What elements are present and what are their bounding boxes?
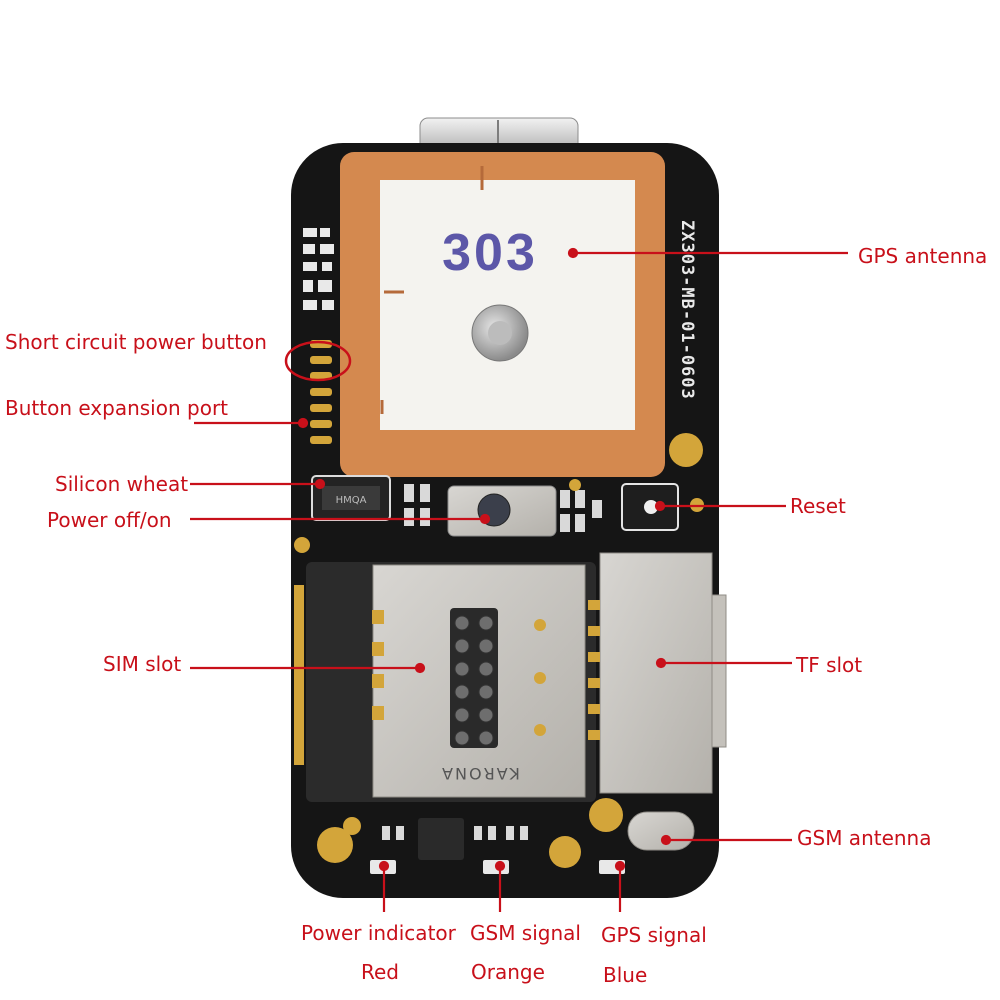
sim-brand: KARONA [440,764,520,783]
gsm-antenna-spring [627,811,695,851]
label-power-indicator-color: Red [361,960,399,984]
label-reset: Reset [790,494,846,518]
chip-marking: HMQA [336,495,367,506]
sim-contacts [454,615,494,746]
label-gps-signal: GPS signal [601,923,707,947]
leader-lines [190,247,848,912]
label-silicon-wheat: Silicon wheat [55,472,189,496]
tf-slot [599,552,713,794]
short-circuit-highlight [284,340,352,382]
reset-button [644,500,658,514]
label-gsm-antenna: GSM antenna [797,826,932,850]
label-tf-slot: TF slot [796,653,863,677]
smd-components [404,484,602,532]
label-button-expansion-port: Button expansion port [5,396,229,420]
label-gsm-signal: GSM signal [470,921,581,945]
label-power-off-on: Power off/on [47,508,172,532]
label-gps-signal-color: Blue [603,963,648,987]
label-sim-slot: SIM slot [103,652,182,676]
label-power-indicator: Power indicator [301,921,456,945]
mounting-pad-top-right [669,433,703,467]
silkscreen-marks [303,228,334,310]
label-gps-antenna: GPS antenna [858,244,988,268]
label-short-circuit-power-button: Short circuit power button [5,330,267,354]
label-gsm-signal-color: Orange [471,960,545,984]
board-code: ZX303-MB-01-0603 [677,220,697,400]
antenna-marking: 303 [442,224,538,282]
